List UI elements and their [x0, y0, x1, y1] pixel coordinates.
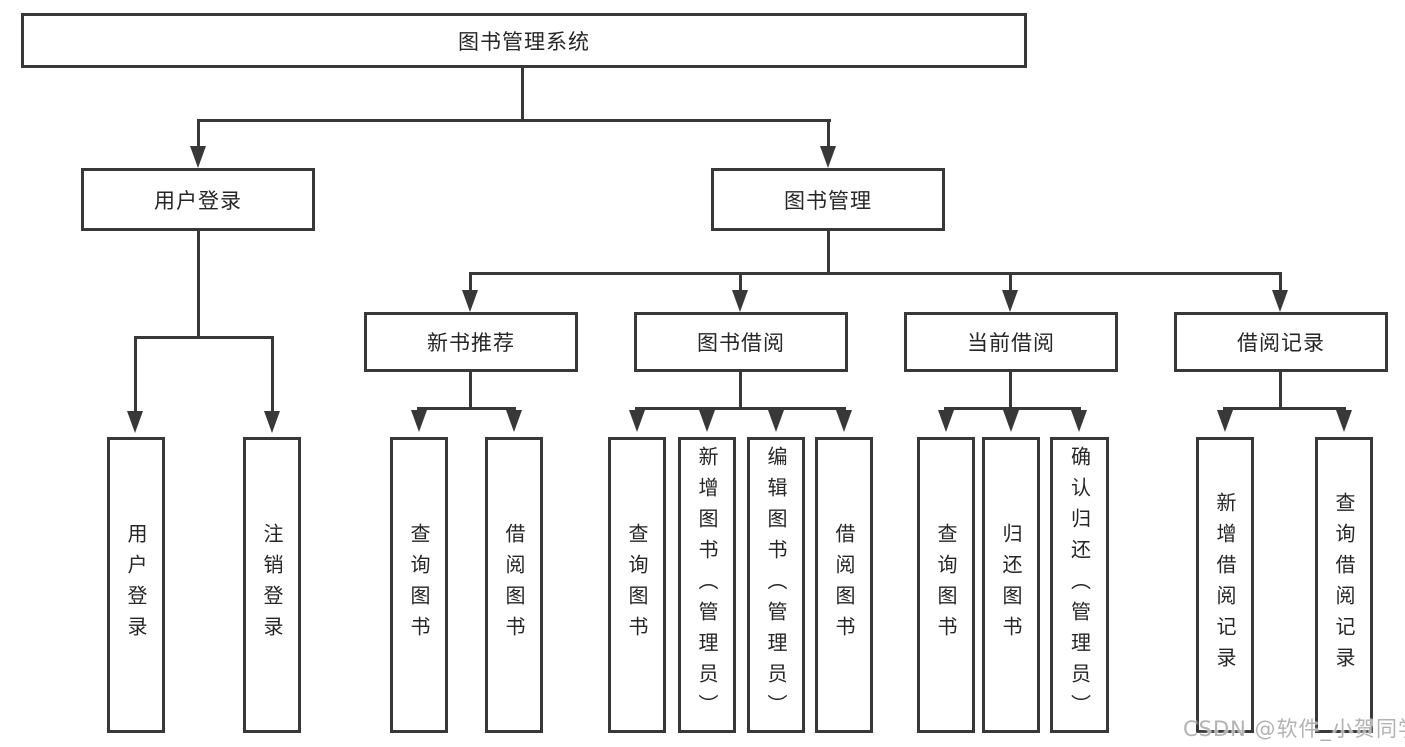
leaf-borrow-add-books-admin-label: 新增图书（管理员） — [695, 445, 719, 725]
connector-line — [1279, 372, 1282, 407]
arrow-down-icon — [938, 410, 954, 432]
leaf-borrow-query-books: 查询图书 — [608, 437, 666, 733]
leaf-records-add-record: 新增借阅记录 — [1196, 437, 1254, 733]
node-library-system-label: 图书管理系统 — [458, 29, 590, 54]
arrow-down-icon — [768, 410, 784, 432]
leaf-newbook-query-books: 查询图书 — [390, 437, 448, 733]
connector-line — [635, 407, 846, 410]
arrow-down-icon — [1336, 410, 1352, 432]
leaf-borrow-edit-books-admin-label: 编辑图书（管理员） — [764, 445, 788, 725]
connector-line — [197, 231, 200, 336]
leaf-current-return-books-label: 归还图书 — [999, 523, 1023, 647]
connector-line — [1223, 407, 1346, 410]
leaf-current-confirm-return-admin-label: 确认归还（管理员） — [1067, 445, 1092, 725]
connector-line — [469, 372, 472, 407]
leaf-current-query-books-label: 查询图书 — [934, 523, 958, 647]
connector-line — [469, 275, 472, 291]
arrow-down-icon — [1003, 410, 1019, 432]
leaf-logout-label: 注销登录 — [260, 523, 284, 647]
arrow-down-icon — [1272, 290, 1288, 312]
connector-line — [521, 67, 524, 119]
csdn-watermark: CSDN @软件_小贺同学 — [1183, 717, 1405, 741]
arrow-down-icon — [1217, 410, 1233, 432]
arrow-down-icon — [699, 410, 715, 432]
leaf-current-query-books: 查询图书 — [917, 437, 975, 733]
node-book-management-label: 图书管理 — [784, 188, 872, 213]
leaf-current-return-books: 归还图书 — [982, 437, 1040, 733]
leaf-newbook-borrow-books-label: 借阅图书 — [502, 523, 526, 647]
node-book-borrowing-label: 图书借阅 — [697, 331, 785, 355]
node-book-borrowing: 图书借阅 — [634, 312, 848, 372]
node-library-system: 图书管理系统 — [21, 13, 1027, 68]
leaf-records-add-record-label: 新增借阅记录 — [1213, 492, 1237, 678]
node-current-borrowing: 当前借阅 — [904, 312, 1118, 372]
arrow-down-icon — [190, 146, 206, 168]
arrow-down-icon — [1002, 290, 1018, 312]
leaf-current-confirm-return-admin: 确认归还（管理员） — [1050, 437, 1109, 733]
leaf-newbook-query-books-label: 查询图书 — [407, 523, 431, 647]
connector-line — [197, 122, 200, 147]
leaf-borrow-borrow-books: 借阅图书 — [815, 437, 873, 733]
node-current-borrowing-label: 当前借阅 — [967, 331, 1055, 355]
leaf-borrow-add-books-admin: 新增图书（管理员） — [678, 437, 736, 733]
arrow-down-icon — [264, 411, 280, 433]
node-user-login-group-label: 用户登录 — [154, 188, 242, 213]
connector-line — [134, 339, 137, 411]
connector-line — [1009, 275, 1012, 291]
arrow-down-icon — [127, 411, 143, 433]
node-borrowing-records-label: 借阅记录 — [1237, 331, 1325, 355]
connector-line — [197, 119, 831, 122]
connector-line — [469, 272, 1282, 275]
node-user-login-group: 用户登录 — [81, 168, 315, 231]
arrow-down-icon — [411, 410, 427, 432]
arrow-down-icon — [732, 290, 748, 312]
leaf-records-query-record-label: 查询借阅记录 — [1332, 492, 1356, 678]
arrow-down-icon — [836, 410, 852, 432]
leaf-records-query-record: 查询借阅记录 — [1315, 437, 1373, 733]
connector-line — [944, 407, 1081, 410]
leaf-borrow-query-books-label: 查询图书 — [625, 523, 649, 647]
node-new-book-recommend: 新书推荐 — [364, 312, 578, 372]
connector-line — [827, 231, 830, 272]
connector-line — [417, 407, 516, 410]
arrow-down-icon — [629, 410, 645, 432]
leaf-borrow-edit-books-admin: 编辑图书（管理员） — [747, 437, 805, 733]
leaf-borrow-borrow-books-label: 借阅图书 — [832, 523, 856, 647]
connector-line — [827, 122, 830, 147]
arrow-down-icon — [462, 290, 478, 312]
leaf-user-login: 用户登录 — [107, 437, 165, 733]
connector-line — [271, 339, 274, 411]
leaf-user-login-label: 用户登录 — [124, 523, 148, 647]
node-borrowing-records: 借阅记录 — [1174, 312, 1388, 372]
node-new-book-recommend-label: 新书推荐 — [427, 331, 515, 355]
arrow-down-icon — [1071, 410, 1087, 432]
connector-line — [1009, 372, 1012, 407]
leaf-logout: 注销登录 — [243, 437, 301, 733]
connector-line — [739, 275, 742, 291]
arrow-down-icon — [820, 146, 836, 168]
connector-line — [739, 372, 742, 407]
connector-line — [1279, 275, 1282, 291]
arrow-down-icon — [506, 410, 522, 432]
leaf-newbook-borrow-books: 借阅图书 — [485, 437, 543, 733]
connector-line — [134, 336, 274, 339]
node-book-management: 图书管理 — [711, 168, 945, 231]
